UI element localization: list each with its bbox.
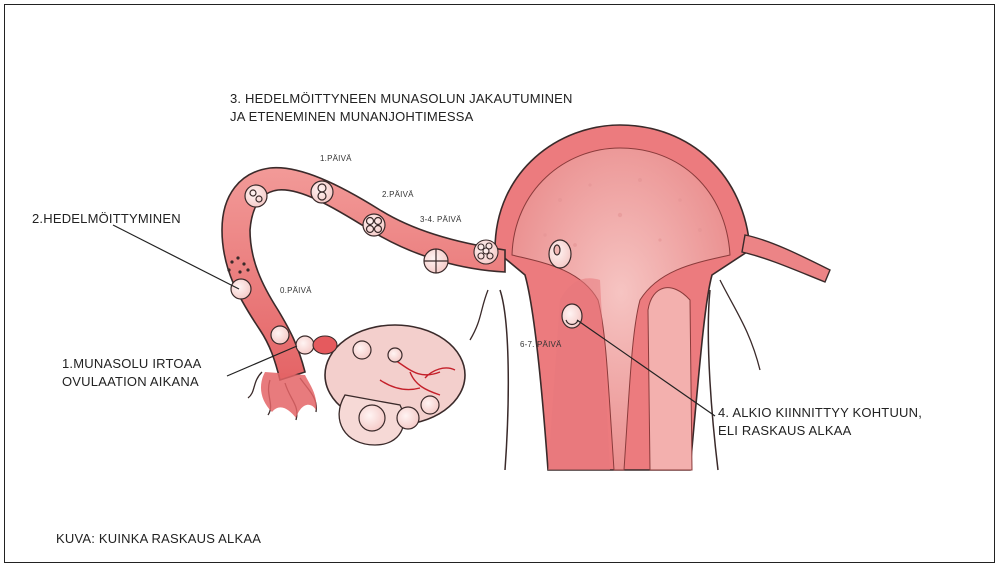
- morula: [474, 240, 498, 264]
- step3-label-line1: 3. HEDELMÖITTYNEEN MUNASOLUN JAKAUTUMINE…: [230, 90, 573, 107]
- figure-caption: KUVA: KUINKA RASKAUS ALKAA: [56, 530, 261, 547]
- step1-label-line1: 1.MUNASOLU IRTOAA: [62, 355, 201, 372]
- vagina-wall-left: [500, 290, 508, 470]
- zygote-2cell: [311, 181, 333, 203]
- day-6-7-label: 6-7. PÄIVÄ: [520, 340, 562, 349]
- zygote-8cell: [424, 249, 448, 273]
- vagina-wall-right: [708, 290, 718, 470]
- right-ligament: [720, 280, 760, 370]
- day-2-label: 2.PÄIVÄ: [382, 190, 414, 199]
- cervix-right: [648, 288, 692, 470]
- blastocyst: [549, 240, 571, 268]
- egg-ovulation: [271, 326, 289, 344]
- step4-label-line2: ELI RASKAUS ALKAA: [718, 422, 851, 439]
- fertilized-egg: [231, 279, 251, 299]
- zygote-4cell: [363, 214, 385, 236]
- step4-label-line1: 4. ALKIO KIINNITTYY KOHTUUN,: [718, 404, 922, 421]
- day-1-label: 1.PÄIVÄ: [320, 154, 352, 163]
- step1-label-line2: OVULAATION AIKANA: [62, 373, 199, 390]
- released-egg: [296, 336, 314, 354]
- step3-label-line2: JA ETENEMINEN MUNANJOHTIMESSA: [230, 108, 473, 125]
- zygote-day1: [245, 185, 267, 207]
- right-tube: [742, 235, 830, 282]
- left-ligament: [470, 290, 488, 340]
- day-3-4-label: 3-4. PÄIVÄ: [420, 215, 462, 224]
- implanted-embryo: [562, 304, 582, 328]
- ovulation-burst: [313, 336, 337, 354]
- step2-label: 2.HEDELMÖITTYMINEN: [32, 210, 181, 227]
- day-0-label: 0.PÄIVÄ: [280, 286, 312, 295]
